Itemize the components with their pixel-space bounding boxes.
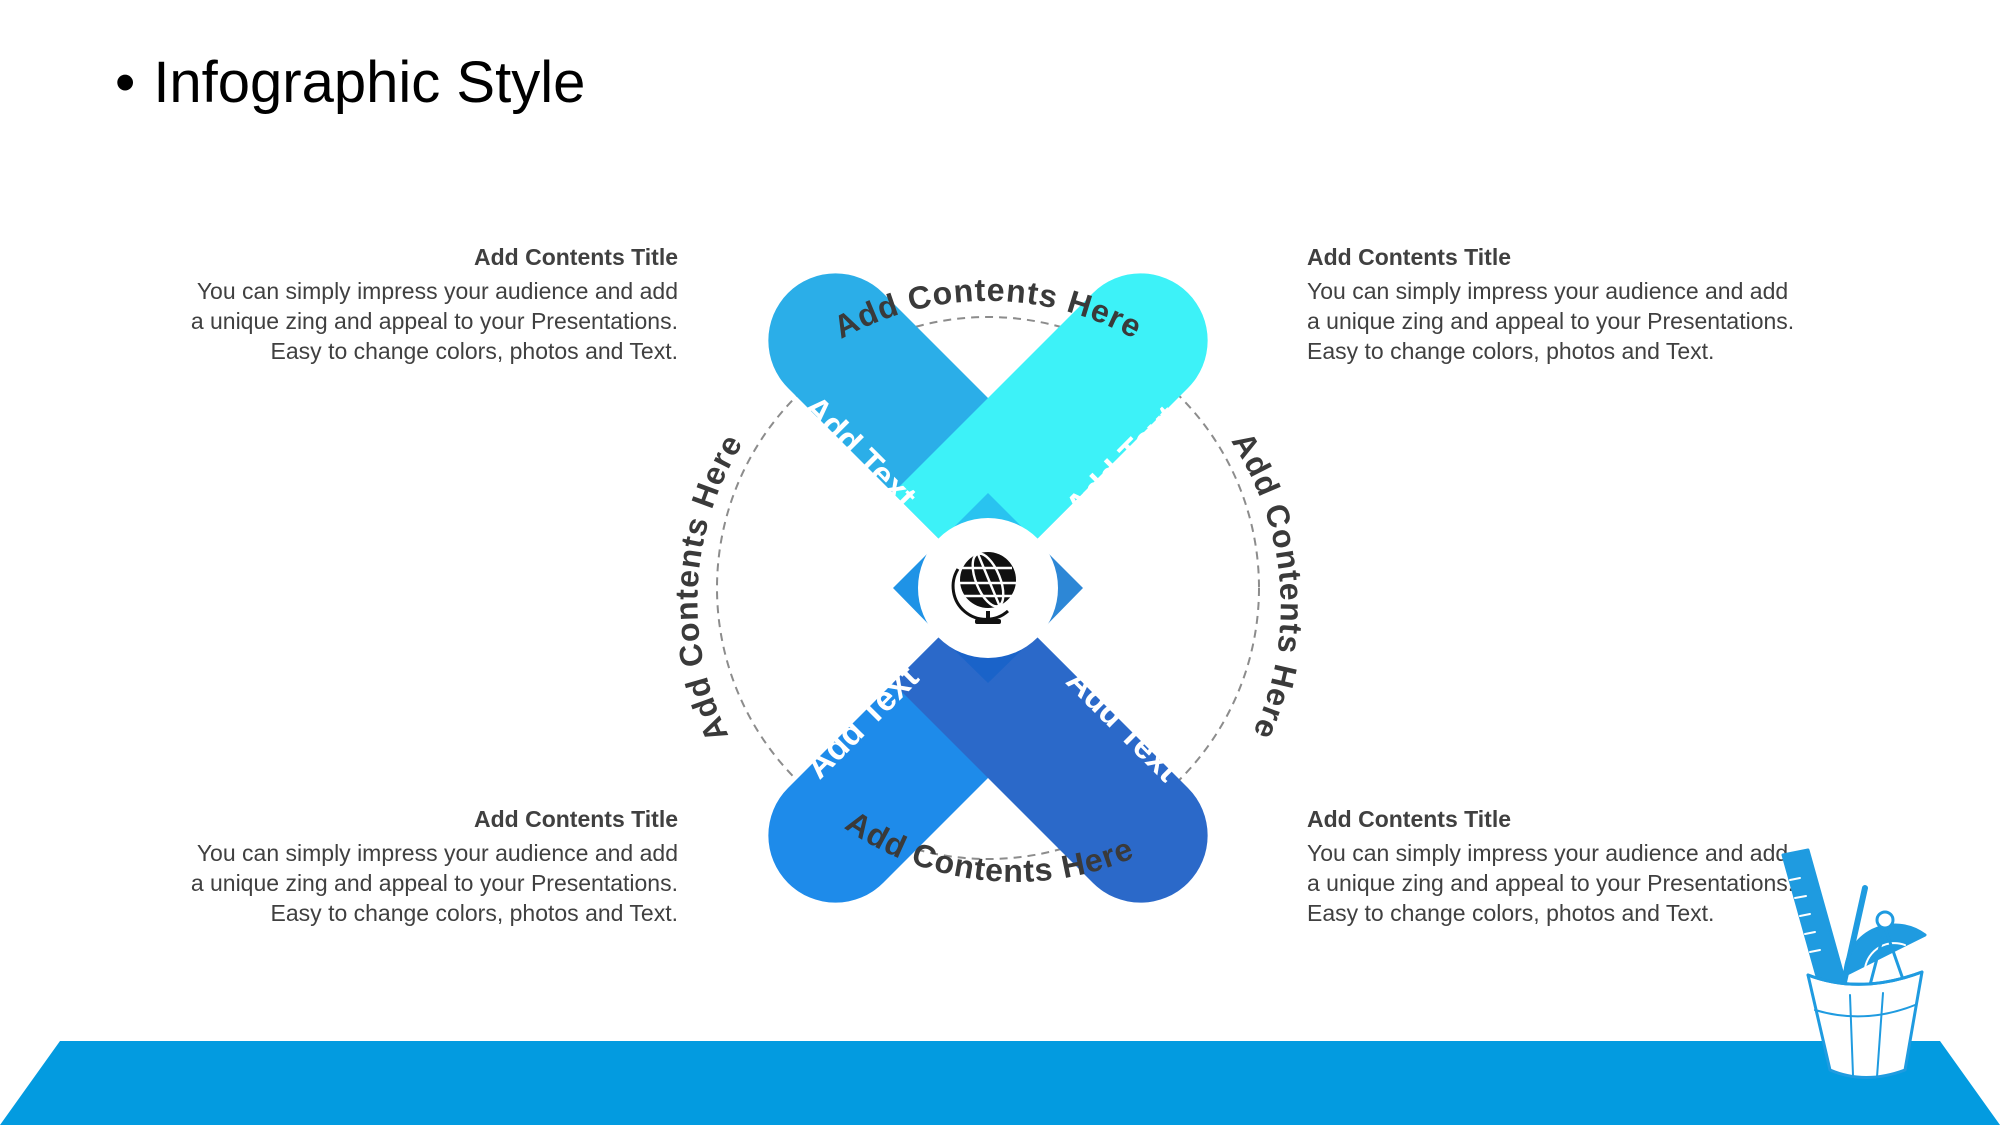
content-title: Add Contents Title — [1307, 806, 1512, 832]
content-title: Add Contents Title — [1307, 244, 1512, 270]
globe-icon — [951, 552, 1016, 624]
content-body: You can simply impress your audience and… — [1307, 278, 1795, 364]
dashed-ring — [716, 316, 1260, 860]
content-title: Add Contents Title — [473, 244, 678, 270]
title-text: Infographic Style — [153, 50, 586, 115]
title-bullet: • — [115, 50, 136, 115]
slide-title: • Infographic Style — [115, 44, 585, 122]
content-title: Add Contents Title — [473, 806, 678, 832]
content-block-bottom-right: Add Contents Title You can simply impres… — [1307, 804, 1867, 928]
content-body: You can simply impress your audience and… — [190, 840, 678, 926]
content-body: You can simply impress your audience and… — [190, 278, 678, 364]
content-block-top-right: Add Contents Title You can simply impres… — [1307, 242, 1867, 366]
content-body: You can simply impress your audience and… — [1307, 840, 1795, 926]
content-block-bottom-left: Add Contents Title You can simply impres… — [118, 804, 678, 928]
content-block-top-left: Add Contents Title You can simply impres… — [118, 242, 678, 366]
